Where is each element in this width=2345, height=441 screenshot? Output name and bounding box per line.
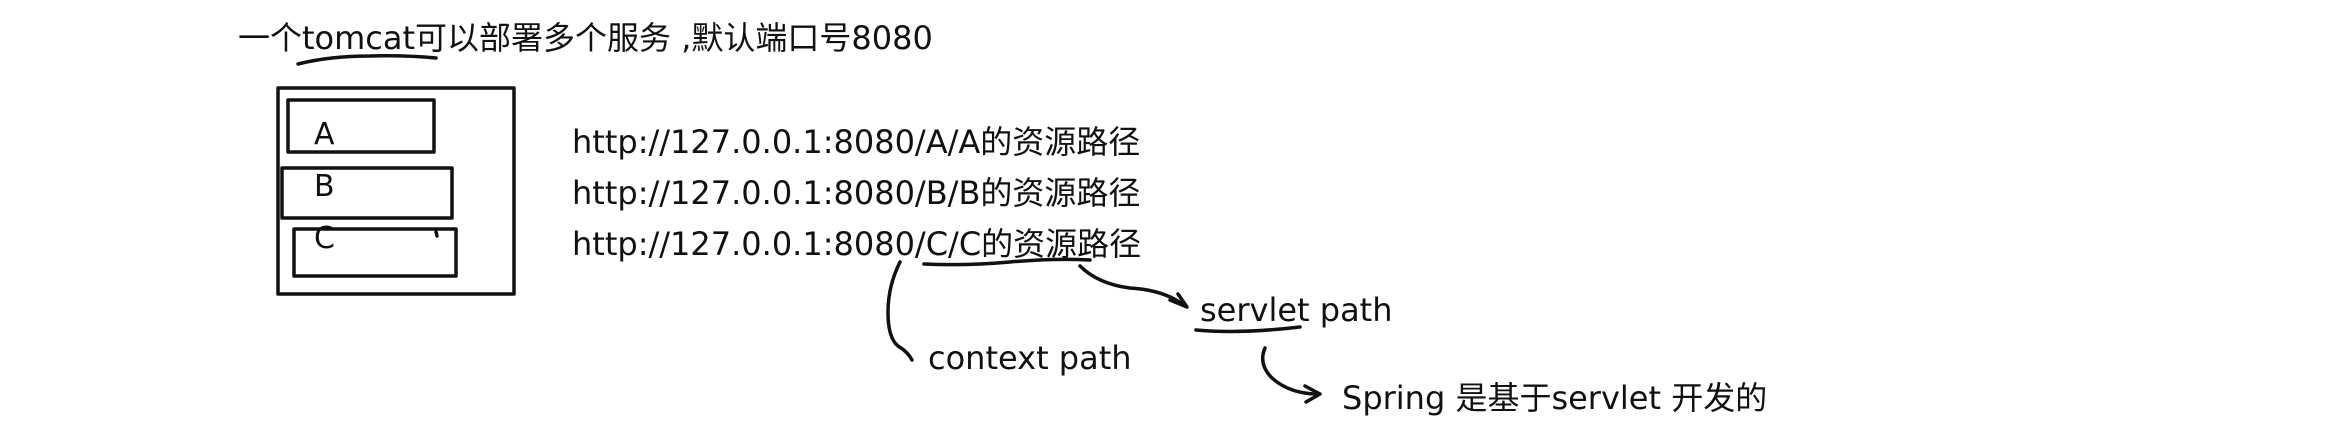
tomcat-container-box: [276, 86, 516, 296]
spring-note-hook: [1260, 346, 1320, 396]
spring-note-hook-head: [1303, 384, 1322, 404]
app-label-c: C: [314, 221, 335, 256]
app-label-a: A: [314, 117, 335, 152]
spring-servlet-note: Spring 是基于servlet 开发的: [1342, 379, 1768, 417]
url-app-a: http://127.0.0.1:8080/A/A的资源路径: [572, 123, 1141, 161]
servlet-path-arrow: [1078, 264, 1187, 308]
title-tomcat-underline: [296, 54, 438, 66]
app-label-b: B: [314, 169, 335, 204]
context-path-bracket: [886, 260, 914, 362]
diagram-title: 一个tomcat可以部署多个服务 ,默认端口号8080: [238, 19, 933, 57]
app-box-c-dot: [434, 230, 439, 238]
context-path-label: context path: [928, 339, 1132, 377]
app-box-b: [280, 166, 454, 220]
resource-path-underline: [922, 257, 1092, 267]
app-box-a: [286, 98, 436, 154]
servlet-path-label: servlet path: [1200, 291, 1393, 329]
url-app-c: http://127.0.0.1:8080/C/C的资源路径: [572, 225, 1142, 263]
servlet-underline: [1194, 325, 1302, 334]
url-app-b: http://127.0.0.1:8080/B/B的资源路径: [572, 174, 1141, 212]
servlet-path-arrow-head: [1168, 292, 1189, 309]
app-box-c: [292, 227, 458, 278]
